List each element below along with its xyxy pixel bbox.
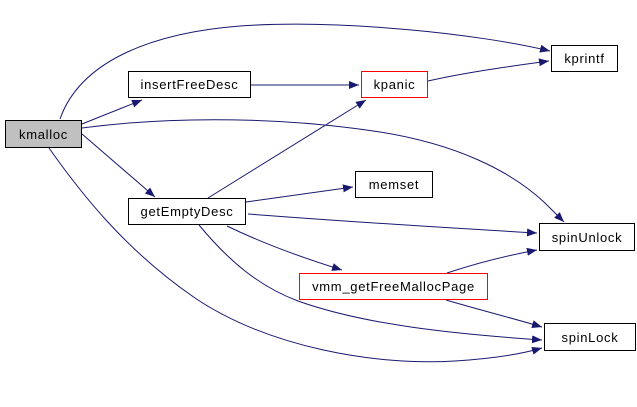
node-getEmptyDesc[interactable]: getEmptyDesc bbox=[128, 198, 246, 225]
node-memset[interactable]: memset bbox=[355, 171, 433, 198]
edge-kmalloc-spinLock bbox=[48, 147, 543, 363]
node-label-kmalloc: kmalloc bbox=[19, 126, 68, 142]
edge-getEmptyDesc-vmm_getFreeMallocPage bbox=[226, 225, 343, 271]
node-spinLock[interactable]: spinLock bbox=[544, 323, 636, 351]
node-kprintf[interactable]: kprintf bbox=[551, 45, 618, 72]
node-spinUnlock[interactable]: spinUnlock bbox=[539, 223, 635, 251]
node-vmm_getFreeMallocPage[interactable]: vmm_getFreeMallocPage bbox=[299, 273, 488, 300]
node-kmalloc[interactable]: kmalloc bbox=[5, 120, 82, 148]
node-label-vmm_getFreeMallocPage: vmm_getFreeMallocPage bbox=[312, 279, 475, 294]
edge-kmalloc-kprintf bbox=[59, 23, 551, 120]
edge-kpanic-kprintf bbox=[427, 58, 550, 82]
node-label-memset: memset bbox=[368, 177, 420, 192]
node-insertFreeDesc[interactable]: insertFreeDesc bbox=[128, 71, 251, 98]
node-label-getEmptyDesc: getEmptyDesc bbox=[140, 204, 234, 219]
edge-vmm_getFreeMallocPage-spinUnlock bbox=[446, 247, 538, 274]
edge-getEmptyDesc-memset bbox=[245, 184, 354, 203]
node-label-kpanic: kpanic bbox=[373, 77, 416, 92]
node-label-kprintf: kprintf bbox=[564, 51, 605, 66]
node-label-spinLock: spinLock bbox=[561, 329, 619, 345]
node-label-insertFreeDesc: insertFreeDesc bbox=[140, 77, 239, 92]
edge-kmalloc-insertFreeDesc bbox=[81, 99, 143, 125]
edge-getEmptyDesc-spinLock bbox=[198, 224, 543, 344]
edge-getEmptyDesc-spinUnlock bbox=[247, 213, 538, 237]
node-label-spinUnlock: spinUnlock bbox=[551, 229, 623, 245]
node-kpanic[interactable]: kpanic bbox=[361, 71, 428, 98]
edge-kmalloc-getEmptyDesc bbox=[81, 133, 156, 198]
edge-kmalloc-spinUnlock bbox=[81, 119, 565, 223]
edge-getEmptyDesc-kpanic bbox=[207, 99, 367, 199]
edge-vmm_getFreeMallocPage-spinLock bbox=[445, 299, 543, 328]
